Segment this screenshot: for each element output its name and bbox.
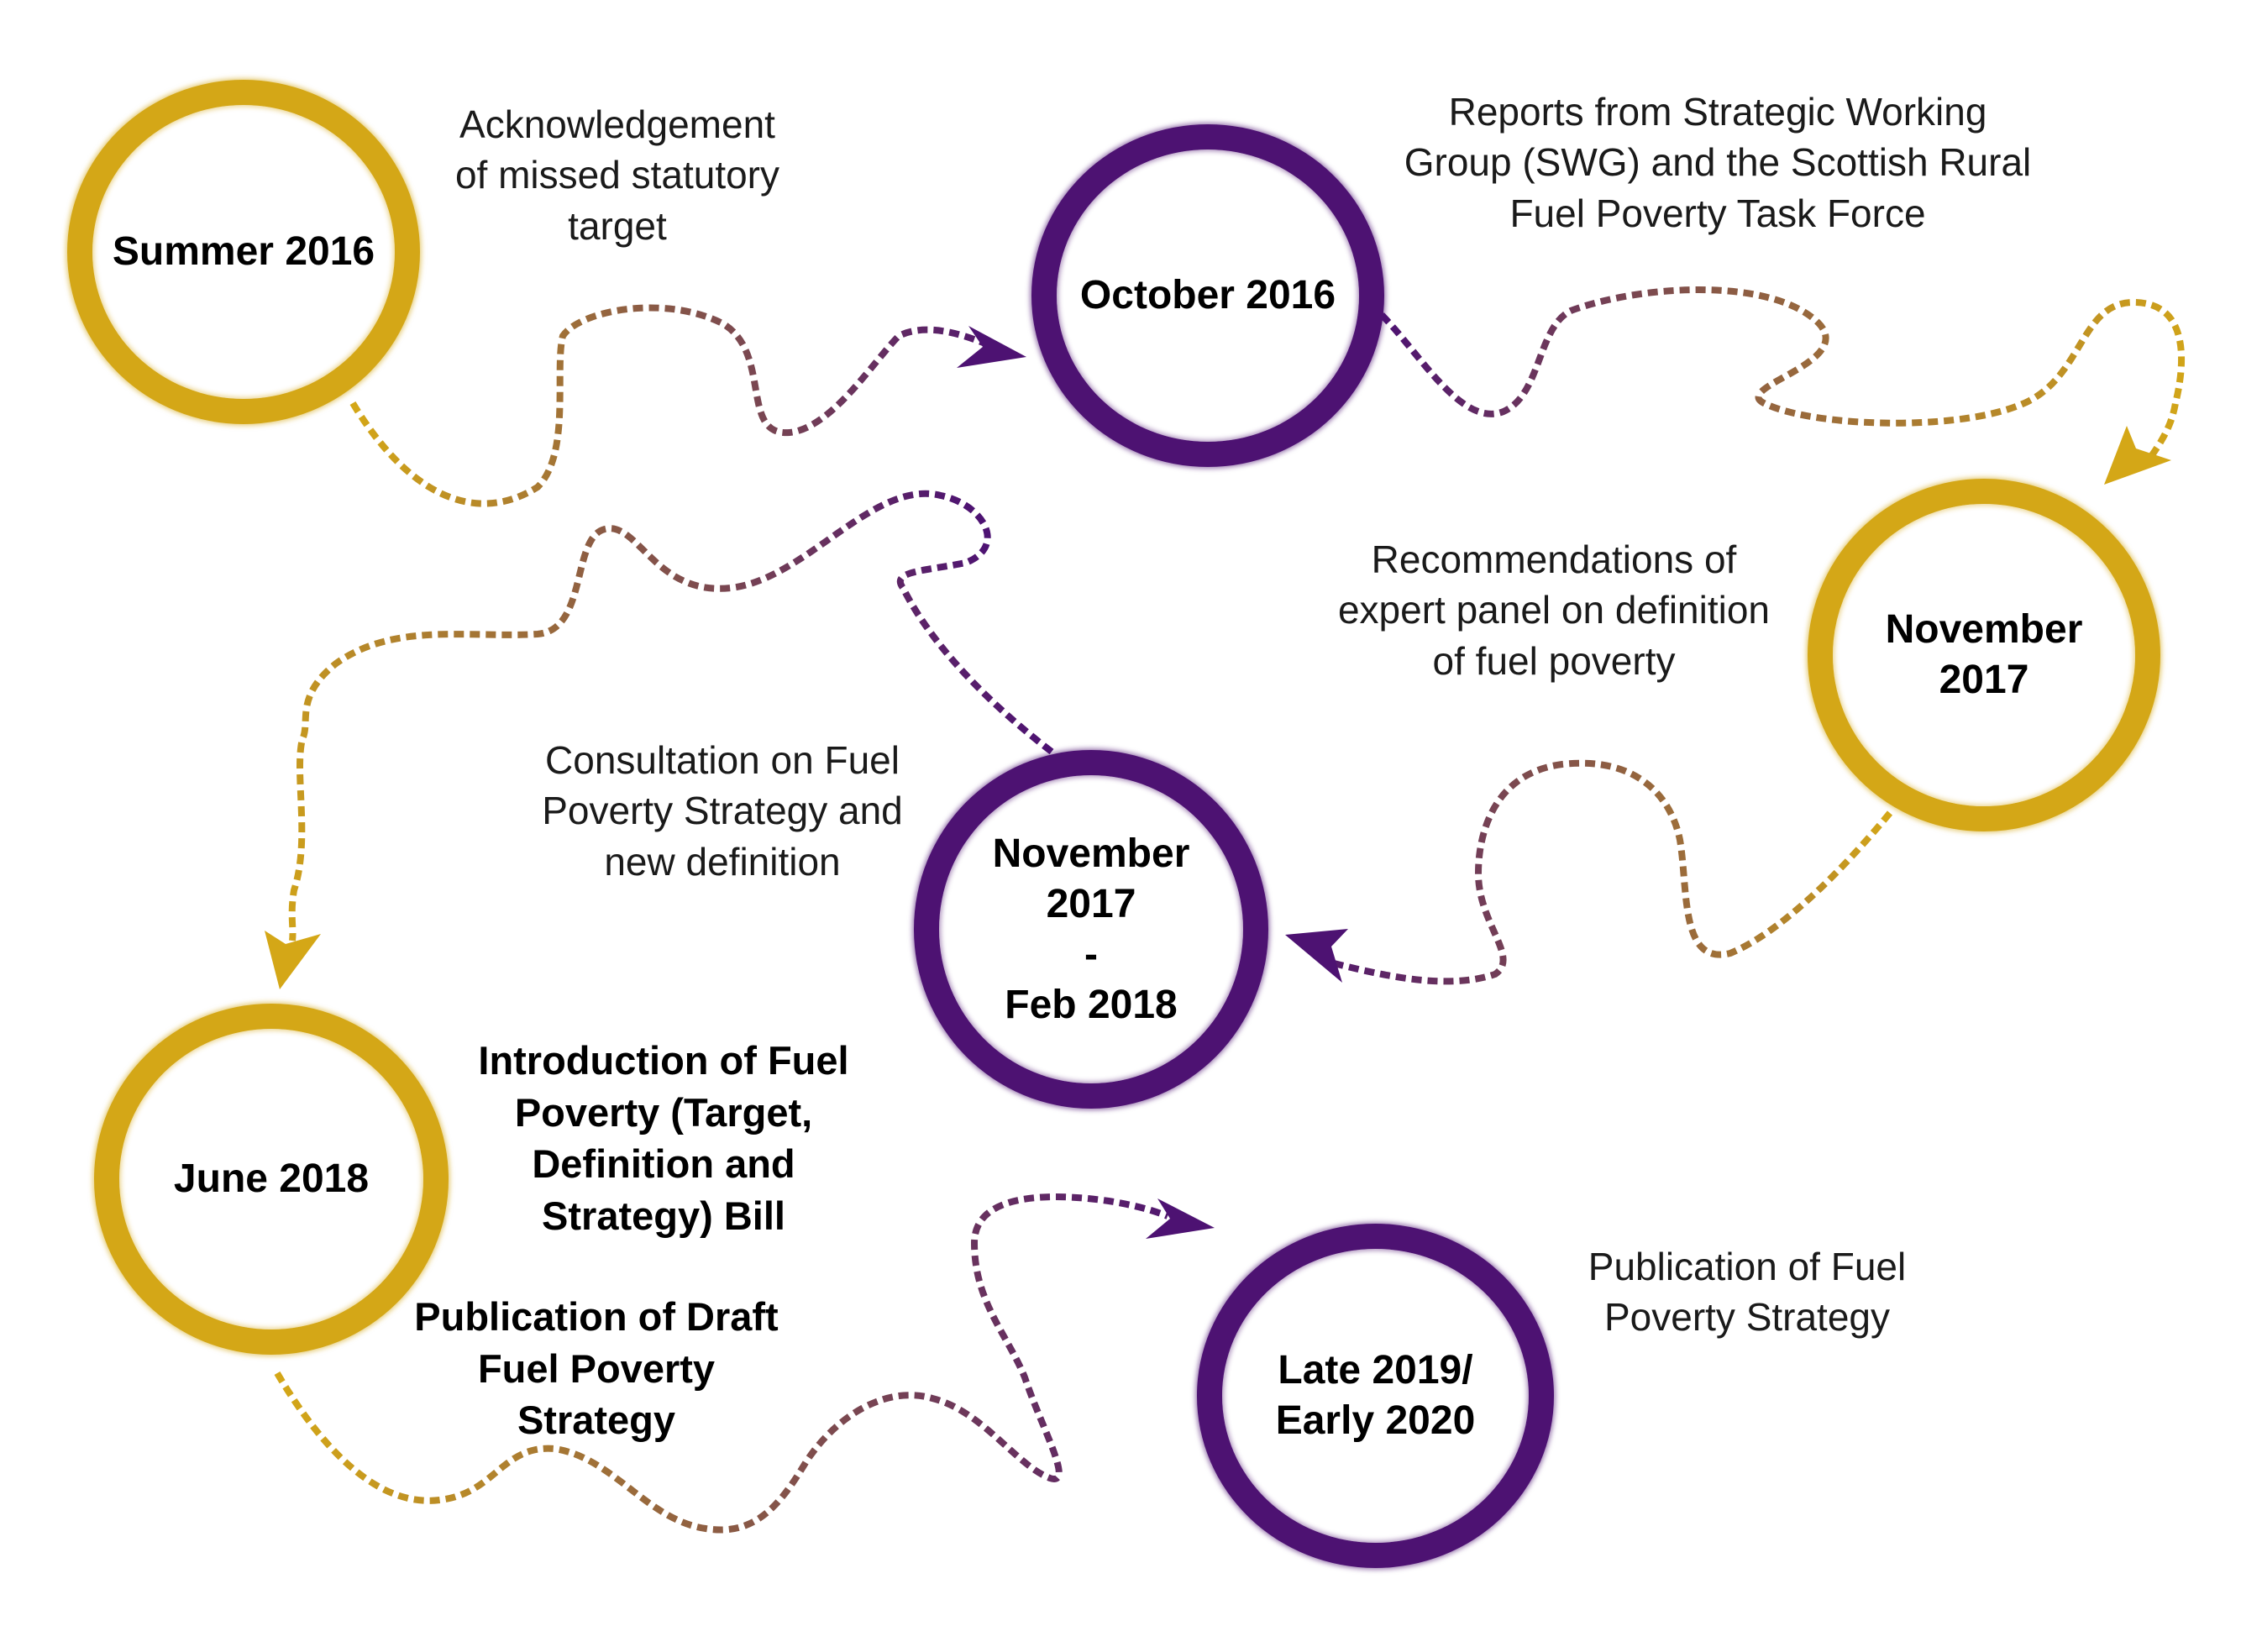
milestone-description: Publication of Fuel Poverty Strategy [1588,1245,1907,1340]
arrowhead-late2019 [1146,1198,1215,1239]
arrowhead-consultation [1285,929,1348,983]
milestone-date: Late 2019/ Early 2020 [1275,1348,1476,1443]
arrowhead-june2018 [265,931,321,989]
milestone-october-2016: October 2016 [1031,124,1384,467]
milestone-description-secondary: Publication of Draft Fuel Poverty Strate… [414,1294,779,1443]
arrowhead-nov2017 [2104,426,2171,485]
milestone-november-2017: November 2017 [1808,479,2160,831]
connector-consultation-to-june2018 [288,490,1054,941]
milestone-date: June 2018 [173,1156,370,1201]
connector-nov2017-to-consultation [1326,759,1893,985]
milestone-consultation-period: November 2017 - Feb 2018 [914,750,1268,1109]
milestone-date: Summer 2016 [112,229,375,274]
milestone-date: October 2016 [1079,273,1336,317]
milestone-late-2019-early-2020: Late 2019/ Early 2020 [1197,1224,1554,1568]
milestone-summer-2016: Summer 2016 [67,80,420,424]
milestone-date: November 2017 - Feb 2018 [992,831,1190,1027]
milestone-description: Reports from Strategic Working Group (SW… [1404,90,2032,235]
connector-june2018-to-late2019 [274,1193,1169,1534]
connector-summer2016-to-oct2016 [349,304,993,507]
milestone-description: Recommendations of expert panel on defin… [1337,538,1771,683]
milestone-description: Consultation on Fuel Poverty Strategy an… [542,738,903,884]
milestone-description: Acknowledgement of missed statutory targ… [454,102,780,248]
connector-oct2016-to-nov2017 [1379,286,2186,460]
milestone-date: November 2017 [1885,607,2083,702]
milestone-description: Introduction of Fuel Poverty (Target, De… [478,1038,849,1238]
arrowhead-oct2016 [957,326,1026,368]
